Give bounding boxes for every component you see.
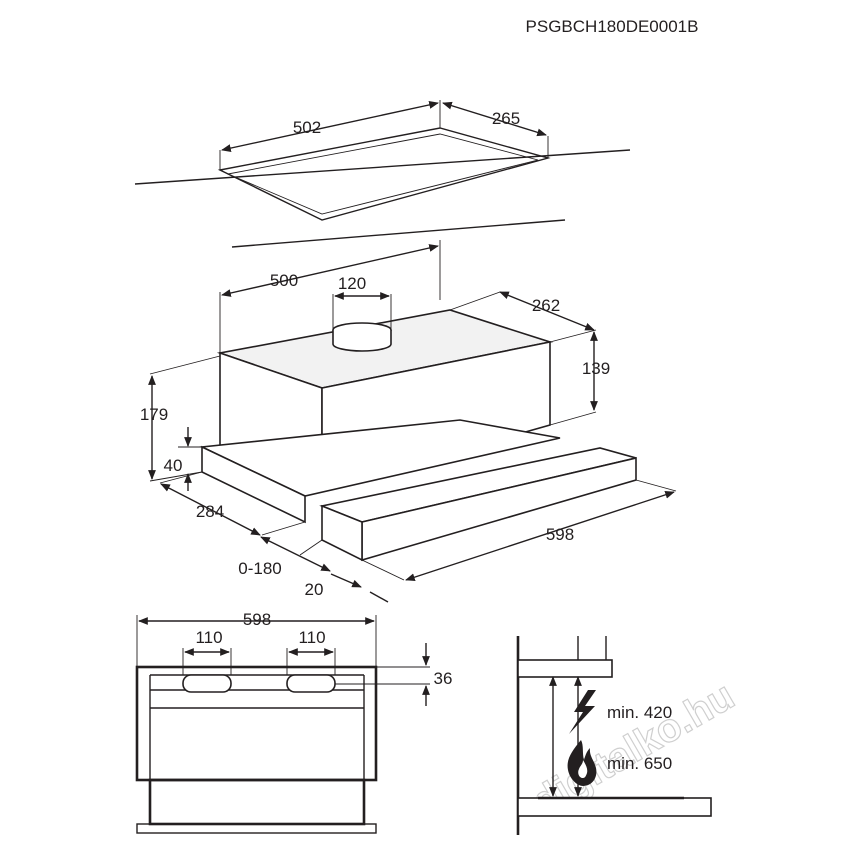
front-width-label-2: 598 <box>243 610 271 629</box>
visor-height-label: 40 <box>164 456 183 475</box>
duct-diameter-label: 120 <box>338 274 366 293</box>
front-label: 20 <box>305 580 324 599</box>
front-view <box>135 615 430 834</box>
opening-offset-label: 36 <box>434 669 453 688</box>
extension-label: 0-180 <box>238 559 281 578</box>
body-height-label: 139 <box>582 359 610 378</box>
hood-width-label: 500 <box>270 271 298 290</box>
visor-depth-label: 284 <box>196 502 224 521</box>
flame-icon <box>567 740 597 786</box>
hood-depth-label: 262 <box>532 296 560 315</box>
clearance-view <box>516 636 712 835</box>
front-width-label: 598 <box>546 525 574 544</box>
opening-left-label: 110 <box>195 628 222 647</box>
model-code: PSGBCH180DE0001B <box>526 17 699 36</box>
electric-clearance-label: min. 420 <box>607 703 672 722</box>
cutout-width-label: 502 <box>293 118 321 137</box>
gas-clearance-label: min. 650 <box>607 754 672 773</box>
total-height-label: 179 <box>140 405 168 424</box>
ceiling-cutout <box>134 100 631 248</box>
opening-right-label: 110 <box>298 628 325 647</box>
cutout-depth-label: 265 <box>492 109 520 128</box>
hood-isometric <box>148 240 677 603</box>
lightning-icon <box>569 690 596 734</box>
